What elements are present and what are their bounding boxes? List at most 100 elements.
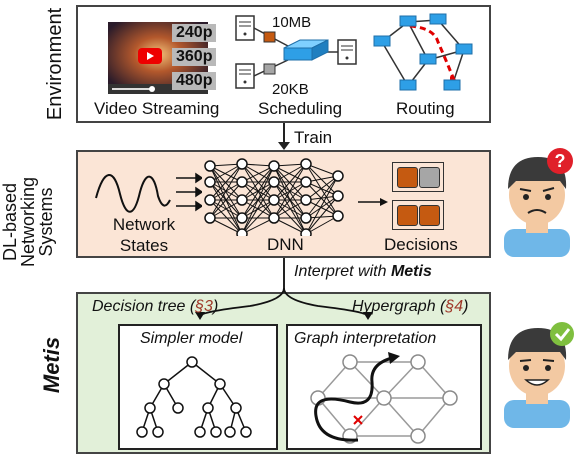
switch-icon (283, 39, 329, 61)
network-states-label: Network States (112, 215, 176, 255)
dnn-node (268, 176, 280, 188)
dnn-edge (305, 175, 339, 201)
dnn-edge (273, 199, 307, 219)
dnn-node (204, 212, 216, 224)
interpret-label: Interpret with Metis (294, 263, 432, 280)
dnn-edge (209, 165, 243, 183)
dnn-node (300, 194, 312, 206)
scheduling-diagram (235, 15, 357, 89)
dnn-edge (209, 163, 243, 219)
dnn-edge (209, 163, 243, 183)
dnn-edge (241, 165, 275, 183)
server-icon (235, 63, 255, 89)
dnn-edge (209, 181, 243, 219)
dnn-edge (305, 215, 339, 235)
dnn-edge (273, 163, 307, 201)
graph-interpretation-box (286, 324, 482, 450)
dnn-node (300, 158, 312, 170)
dnn-node (236, 228, 248, 236)
simpler-model-label: Simpler model (140, 330, 243, 347)
dnn-edge (209, 165, 243, 201)
dnn-edge (305, 163, 339, 197)
dnn-node (300, 176, 312, 188)
server-icon (235, 15, 255, 41)
metis-split-arrows (195, 287, 373, 320)
dnn-edge (305, 163, 339, 217)
dnn-edge (209, 217, 243, 235)
decision-group-bottom (392, 200, 444, 230)
dnn-diagram (204, 158, 344, 236)
dnn-edge (273, 165, 307, 219)
dnn-edge (209, 199, 243, 235)
dnn-edge (273, 181, 307, 219)
hypergraph-label: Hypergraph (§4) (352, 298, 469, 315)
dnn-edge (241, 181, 275, 201)
dnn-node (204, 160, 216, 172)
dnn-edge (305, 199, 339, 217)
dnn-edge (241, 217, 275, 235)
decision-tree-diagram (136, 356, 252, 438)
video-streaming-label: Video Streaming (94, 99, 220, 118)
server-icon (337, 39, 357, 65)
size-20kb-label: 20KB (272, 81, 309, 98)
dnn-edge (241, 165, 275, 235)
dnn-node (236, 194, 248, 206)
dnn-node (268, 160, 280, 172)
dnn-node (204, 194, 216, 206)
dnn-edge (273, 165, 307, 183)
question-mark-icon: ? (547, 148, 573, 174)
dnn-node (300, 212, 312, 224)
size-10mb-label: 10MB (272, 14, 312, 31)
dnn-edge (209, 199, 243, 219)
decision-orange (419, 205, 440, 226)
dnn-edge (305, 181, 339, 197)
hypergraph-diagram (310, 352, 458, 444)
network-states-wave (95, 172, 202, 213)
dnn-edge (273, 181, 307, 235)
dnn-edge (241, 199, 275, 219)
dnn-edge (305, 195, 339, 219)
dnn-edge (305, 181, 339, 217)
dnn-edge (241, 199, 275, 235)
decisions-label: Decisions (384, 235, 458, 254)
environment-label: Environment (44, 7, 66, 121)
environment-panel (76, 5, 491, 123)
dnn-node (236, 176, 248, 188)
train-arrow-head (278, 142, 290, 150)
dnn-edge (273, 163, 307, 219)
dnn-edge (209, 163, 243, 201)
dnn-label: DNN (267, 235, 304, 254)
dnn-edge (241, 163, 275, 183)
train-arrow (283, 123, 285, 145)
interpret-arrow (283, 258, 285, 288)
dnn-node (236, 212, 248, 224)
dnn-edge (273, 217, 307, 235)
dnn-node (300, 228, 312, 236)
routing-diagram (373, 13, 473, 91)
decision-tree-label: Decision tree (§3) (92, 298, 219, 315)
dnn-edge (209, 165, 243, 219)
dnn-edge (305, 195, 339, 235)
dnn-edge (241, 165, 275, 201)
graph-interpretation-label: Graph interpretation (294, 330, 437, 347)
decision-orange (397, 205, 418, 226)
dnn-node (268, 212, 280, 224)
metis-label: Metis (39, 336, 64, 394)
scheduling-label: Scheduling (258, 99, 343, 118)
decision-gray (419, 167, 440, 188)
dl-systems-label: DL-based Networking Systems (0, 176, 56, 268)
dnn-node (332, 210, 344, 222)
dnn-to-decisions-arrow (358, 198, 388, 206)
dnn-node (332, 170, 344, 182)
router-icon (373, 13, 473, 91)
routing-label: Routing (396, 99, 455, 118)
checkmark-icon (550, 322, 574, 346)
dnn-edge (273, 165, 307, 201)
resolution-240p: 240p (172, 24, 217, 42)
dnn-edge (241, 165, 275, 219)
dnn-node (268, 194, 280, 206)
dnn-edge (273, 199, 307, 235)
dnn-edge (305, 175, 339, 235)
dnn-edge (209, 181, 243, 235)
dnn-edge (273, 163, 307, 183)
